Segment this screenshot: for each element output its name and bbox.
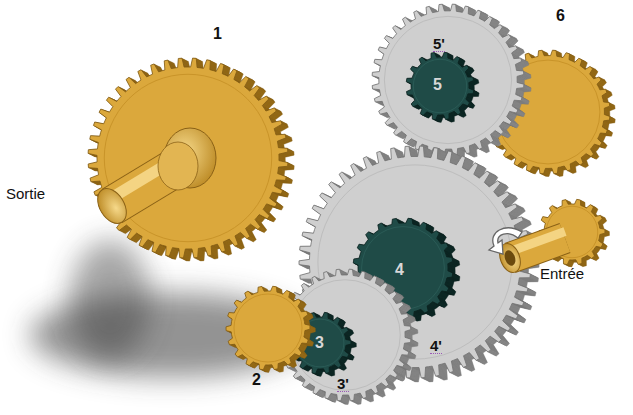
callout-number: 5'	[433, 36, 445, 52]
gear-side	[407, 53, 474, 120]
shaft-end	[92, 183, 132, 228]
gear-rim	[234, 294, 302, 362]
gear-rim	[104, 74, 271, 241]
callout-number: 4'	[430, 338, 442, 354]
shaft-label: Entrée	[540, 266, 584, 281]
gear-side	[373, 5, 525, 157]
callout-number: 4	[395, 262, 404, 278]
gear-face	[406, 52, 473, 119]
gear-layer	[88, 4, 615, 404]
gear-rim	[413, 59, 466, 112]
rotation-arrow	[489, 228, 522, 254]
gear	[372, 4, 531, 159]
floor-shadow	[30, 240, 310, 377]
gear-side	[89, 59, 289, 259]
shaft-label: Sortie	[6, 186, 45, 201]
gear-face	[226, 286, 310, 369]
gear-collar	[158, 142, 198, 190]
gear-rim	[384, 16, 511, 143]
gear	[226, 286, 315, 372]
callout-number: 6	[556, 8, 565, 24]
callout-number: 1	[213, 26, 222, 42]
gear	[88, 58, 294, 261]
gear	[406, 52, 479, 122]
callout-number: 5	[433, 77, 442, 93]
gear-face	[88, 58, 288, 258]
gear-face	[372, 4, 524, 156]
shadow-blob	[70, 240, 150, 360]
callout-number: 2	[252, 372, 261, 388]
gear-side	[227, 287, 311, 370]
callout-number: 3'	[337, 376, 349, 392]
shaft-bore	[503, 249, 518, 267]
callout-number: 3	[315, 335, 324, 351]
